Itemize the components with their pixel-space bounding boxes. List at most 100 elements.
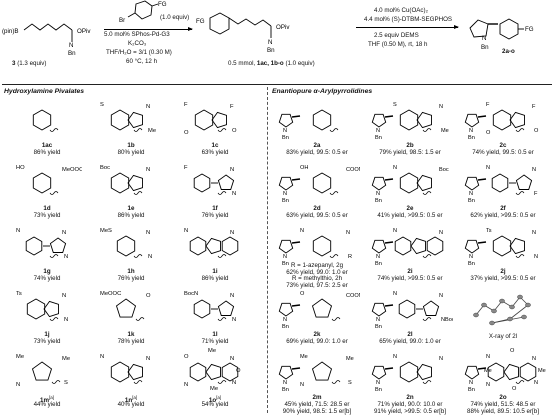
svg-text:FG: FG (158, 1, 167, 8)
atom-label: N (148, 254, 152, 260)
compound-id: 1k (127, 331, 135, 338)
atom-label: Ts (486, 228, 492, 234)
compound-yield-er: 45% yield, 71.5: 28.5 er (284, 401, 350, 408)
atom-label: N (486, 382, 490, 388)
atom-label: N (62, 230, 66, 236)
atom-label: N (534, 254, 538, 260)
atom-label: F (184, 102, 188, 108)
compound-id: 1j (44, 331, 50, 338)
svg-text:FG: FG (196, 18, 205, 25)
compound-yield-er: 74% yield, 99.5: 0.5 er (472, 149, 534, 156)
svg-text:Bn: Bn (267, 47, 275, 54)
atom-label: N (146, 356, 150, 362)
atom-label: N (300, 228, 304, 234)
ring-bn-label: Bn (282, 387, 289, 393)
atom-label: N (230, 293, 234, 299)
compound-id: 1ac (41, 142, 53, 149)
compound-yield: 40% yield (117, 401, 145, 408)
compound-id: 2f (500, 205, 506, 212)
atom-label: N (393, 291, 397, 297)
svg-text:OPiv: OPiv (77, 28, 91, 35)
compound-yield-er: 74% yield, 51.5: 48.5 er (470, 401, 536, 408)
compound-yield-er: 91% yield, >99.5: 0.5 er[b] (373, 408, 447, 415)
ring-n-label: N (469, 128, 473, 134)
compound-detail: 62% yield, 99.0: 1.0 er (286, 268, 348, 276)
compound-id: 2o (499, 394, 507, 401)
atom-label: HO (16, 165, 25, 171)
step1-condition-2: K₂CO₃ (128, 40, 147, 47)
atom-label: N (100, 354, 104, 360)
reaction-arrow-2 (356, 24, 459, 29)
right-compound-xray: X-ray of 2l (458, 285, 548, 349)
structure-2a: NBn (278, 109, 339, 141)
atom-label: N (346, 230, 350, 236)
right-compound-2d: NBnOHCOOMe2d63% yield, 99.5: 0.5 er (272, 159, 362, 223)
atom-label: N (300, 382, 304, 388)
ring-n-label: N (469, 191, 473, 197)
atom-label: N (393, 354, 397, 360)
atom-label: S (393, 102, 397, 108)
atom-label: N (534, 380, 538, 386)
svg-text:(pin)B: (pin)B (2, 28, 19, 35)
ring-bn-label: Bn (468, 135, 475, 141)
compound-id: 2n (406, 394, 414, 401)
atom-label: N (230, 356, 234, 362)
atom-label: O (510, 348, 515, 354)
compound-id: 2e (406, 205, 414, 212)
compound-yield-er: 71% yield, 90.0: 10.0 er (377, 401, 443, 408)
atom-label: Me (210, 386, 218, 392)
atom-label: N (230, 230, 234, 236)
compound-id: 2i (407, 268, 413, 275)
svg-text:FG: FG (525, 26, 534, 33)
atom-label: N (486, 165, 490, 171)
atom-label: BocN (184, 291, 198, 297)
compound-id: 1d (43, 205, 51, 212)
ring-n-label: N (376, 191, 380, 197)
atom-label: Boc (439, 167, 449, 173)
atom-label: Me (346, 356, 354, 362)
atom-label: COOMe (346, 293, 360, 299)
ring-bn-label: Bn (375, 324, 382, 330)
atom-label: N (439, 104, 443, 110)
structure-1e: Boc N (100, 165, 150, 195)
atom-label: Me (538, 368, 546, 374)
left-panel-title: Hydroxylamine Pivalates (4, 88, 85, 95)
step1-condition-4: 60 °C, 12 h (126, 58, 158, 65)
structure-2d: NBnOHCOOMe (278, 165, 360, 204)
structure-2k: NBnOCOOMe (278, 291, 360, 330)
ring-n-label: N (376, 380, 380, 386)
compound-id: 1i (212, 268, 218, 275)
compound-yield: 73% yield (33, 338, 61, 345)
atom-label: Boc (100, 165, 110, 171)
atom-label: O (146, 293, 151, 299)
compound-yield: 73% yield (33, 212, 61, 219)
atom-label: N (146, 167, 150, 173)
atom-label: N (532, 230, 536, 236)
ring-n-label: N (469, 380, 473, 386)
ring-n-label: N (283, 380, 287, 386)
atom-label: N (64, 317, 68, 323)
